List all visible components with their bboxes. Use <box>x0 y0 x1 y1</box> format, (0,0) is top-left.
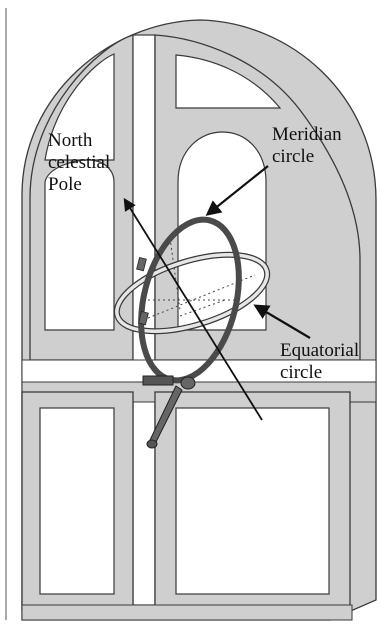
bottom-rail <box>21 604 353 621</box>
armillary-mount <box>136 256 196 449</box>
right-lower-panel-inset <box>175 407 330 595</box>
label-north-celestial-pole: North celestial Pole <box>48 130 110 196</box>
label-equatorial-line1: Equatorial <box>280 340 360 361</box>
polar-axis-arrow <box>123 197 263 421</box>
meridian-pointer-arrow <box>205 165 269 216</box>
label-north-line1: North <box>48 130 93 151</box>
label-meridian-line2: circle <box>272 146 315 167</box>
left-upper-glass-main <box>44 159 115 331</box>
left-upper-glass-top <box>44 53 115 161</box>
label-equatorial-circle: Equatorial circle <box>280 340 359 384</box>
right-upper-glass-top <box>175 54 282 109</box>
label-equatorial-line2: circle <box>280 362 323 383</box>
equatorial-pointer-arrow <box>253 304 311 339</box>
label-north-line3: Pole <box>48 174 82 195</box>
left-lower-panel-inset <box>39 407 115 595</box>
label-north-line2: celestial <box>48 152 111 173</box>
label-meridian-line1: Meridian <box>272 124 342 145</box>
label-meridian-circle: Meridian circle <box>272 124 342 168</box>
